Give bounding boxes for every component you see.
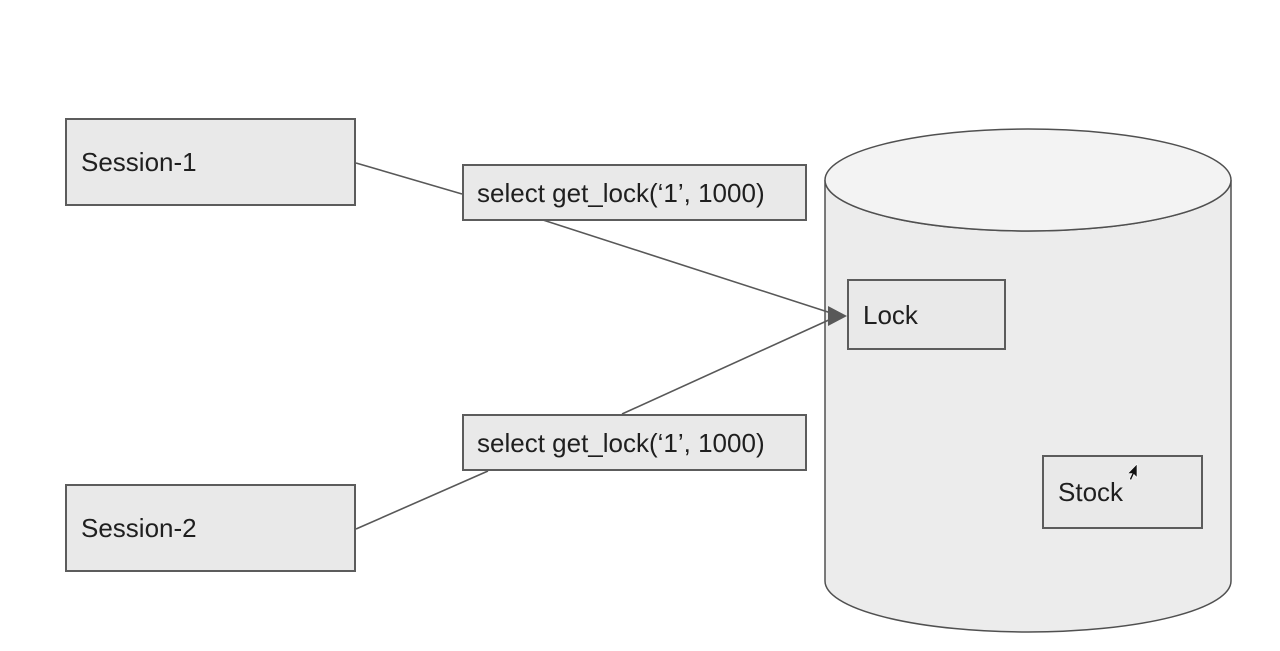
node-query-1-label: select get_lock(‘1’, 1000) (477, 177, 765, 208)
node-stock-label: Stock (1058, 477, 1124, 507)
edge-session1-query1[interactable] (355, 162, 463, 195)
edge-query2-lock[interactable] (621, 318, 832, 415)
node-query-2-label: select get_lock(‘1’, 1000) (477, 427, 765, 458)
edge-query1-lock[interactable] (542, 219, 832, 314)
arrowhead-icon (828, 306, 847, 326)
node-query-2[interactable]: select get_lock(‘1’, 1000) (462, 414, 807, 471)
node-lock[interactable]: Lock (847, 279, 1006, 350)
node-session-2-label: Session-2 (81, 513, 197, 543)
node-session-1[interactable]: Session-1 (65, 118, 356, 206)
node-stock[interactable]: Stock (1042, 455, 1203, 529)
edge-session2-query2[interactable] (355, 470, 489, 530)
cylinder-top-ellipse (824, 128, 1232, 232)
node-query-1[interactable]: select get_lock(‘1’, 1000) (462, 164, 807, 221)
node-session-2[interactable]: Session-2 (65, 484, 356, 572)
node-lock-label: Lock (863, 299, 918, 330)
database-cylinder-shape[interactable] (824, 128, 1232, 633)
cylinder-body (824, 179, 1232, 633)
node-session-1-label: Session-1 (81, 147, 197, 177)
